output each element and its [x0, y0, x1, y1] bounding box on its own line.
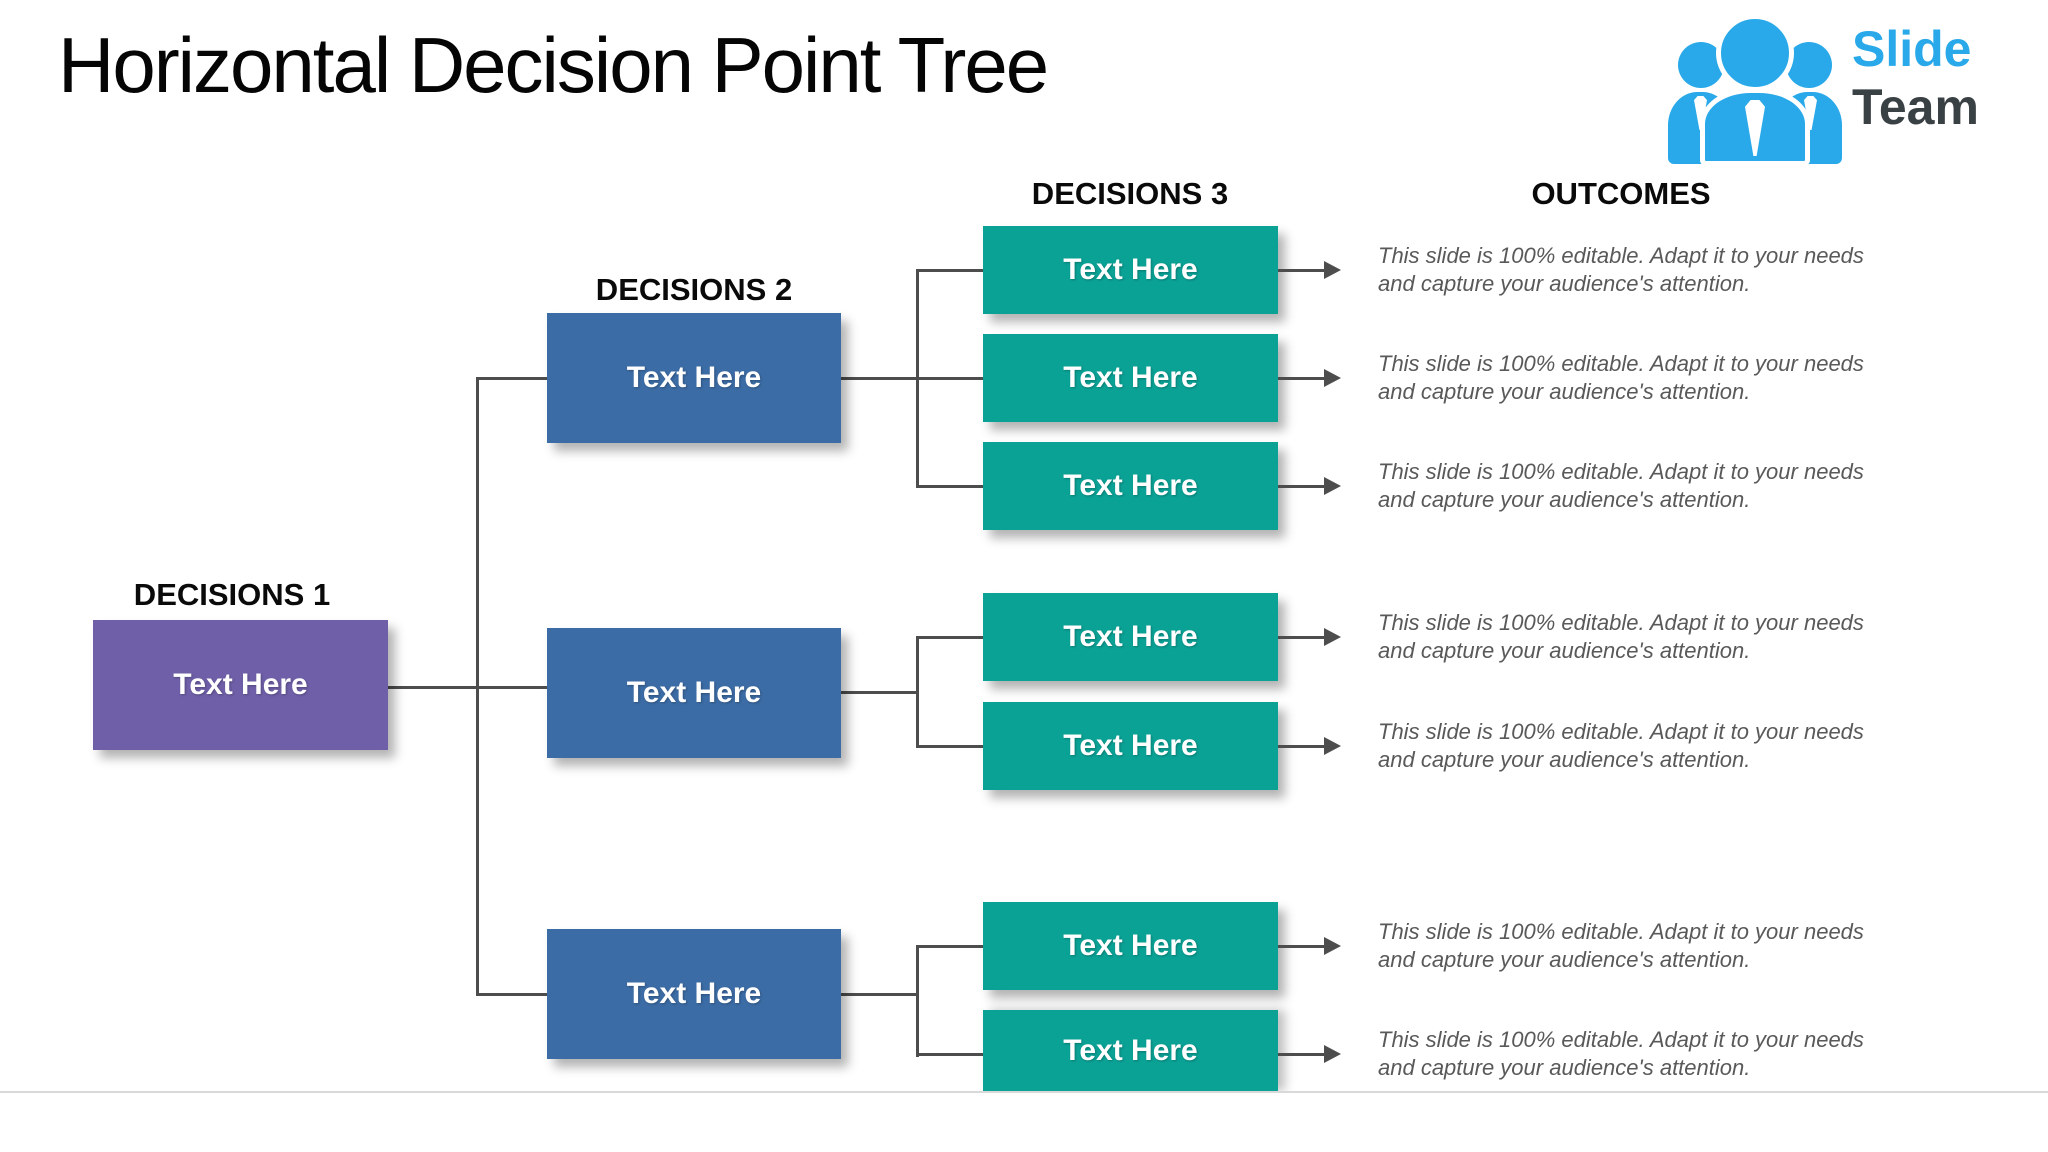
connector-line	[916, 945, 919, 1057]
slideteam-logo: Slide Team	[1666, 12, 2038, 166]
column-header-decisions1: DECISIONS 1	[133, 577, 331, 612]
page-title: Horizontal Decision Point Tree	[58, 21, 1049, 109]
slide-footer-area	[0, 1093, 2048, 1152]
column-header-decisions2: DECISIONS 2	[595, 272, 793, 307]
connector-line	[916, 269, 983, 272]
node-label: Text Here	[1063, 361, 1198, 394]
connector-line	[841, 993, 919, 996]
decision3-node-2[interactable]: Text Here	[983, 334, 1278, 422]
arrow-shaft	[1278, 745, 1324, 748]
node-label: Text Here	[626, 977, 762, 1010]
node-label: Text Here	[1063, 469, 1198, 502]
decision3-node-6[interactable]: Text Here	[983, 902, 1278, 990]
connector-line	[916, 945, 983, 948]
node-label: Text Here	[626, 361, 762, 394]
outcome-text-3[interactable]: This slide is 100% editable. Adapt it to…	[1378, 459, 1864, 512]
arrow-head-icon	[1324, 261, 1341, 279]
arrow-shaft	[1278, 269, 1324, 272]
connector-line	[388, 686, 547, 689]
arrow-head-icon	[1324, 737, 1341, 755]
slide-edge-divider	[0, 1091, 2048, 1093]
column-header-decisions3: DECISIONS 3	[1031, 176, 1229, 211]
outcome-text-5[interactable]: This slide is 100% editable. Adapt it to…	[1378, 719, 1864, 772]
logo-text-slide: Slide	[1852, 21, 1972, 77]
arrow-shaft	[1278, 636, 1324, 639]
connector-line	[916, 636, 919, 748]
arrow-head-icon	[1324, 369, 1341, 387]
arrow-shaft	[1278, 1053, 1324, 1056]
node-label: Text Here	[1063, 1033, 1198, 1067]
arrow-shaft	[1278, 377, 1324, 380]
column-header-outcomes: OUTCOMES	[1531, 176, 1711, 211]
decision3-node-1[interactable]: Text Here	[983, 226, 1278, 314]
node-label: Text Here	[1063, 929, 1198, 962]
connector-line	[916, 269, 919, 488]
decision2-node-3[interactable]: Text Here	[547, 929, 841, 1059]
connector-line	[916, 636, 983, 639]
decision1-node[interactable]: Text Here	[93, 620, 388, 750]
decision3-node-4[interactable]: Text Here	[983, 593, 1278, 681]
arrow-shaft	[1278, 485, 1324, 488]
outcome-text-1[interactable]: This slide is 100% editable. Adapt it to…	[1378, 243, 1864, 296]
decision3-node-5[interactable]: Text Here	[983, 702, 1278, 790]
node-label: Text Here	[626, 676, 762, 709]
decision3-node-7[interactable]: Text Here	[983, 1010, 1278, 1091]
outcome-text-6[interactable]: This slide is 100% editable. Adapt it to…	[1378, 919, 1864, 972]
outcome-text-4[interactable]: This slide is 100% editable. Adapt it to…	[1378, 610, 1864, 663]
connector-line	[841, 377, 983, 380]
arrow-head-icon	[1324, 628, 1341, 646]
connector-line	[841, 691, 919, 694]
arrow-head-icon	[1324, 937, 1341, 955]
connector-line	[916, 1053, 983, 1056]
node-label: Text Here	[173, 668, 308, 701]
connector-line	[916, 485, 983, 488]
outcome-text-7[interactable]: This slide is 100% editable. Adapt it to…	[1378, 1027, 1864, 1080]
people-icon	[1666, 12, 1844, 166]
connector-line	[476, 993, 547, 996]
node-label: Text Here	[1063, 253, 1198, 286]
connector-line	[476, 377, 479, 996]
logo-text-team: Team	[1852, 79, 1979, 135]
decision3-node-3[interactable]: Text Here	[983, 442, 1278, 530]
node-label: Text Here	[1063, 729, 1198, 762]
outcome-text-2[interactable]: This slide is 100% editable. Adapt it to…	[1378, 351, 1864, 404]
arrow-head-icon	[1324, 477, 1341, 495]
arrow-shaft	[1278, 945, 1324, 948]
arrow-head-icon	[1324, 1045, 1341, 1063]
node-label: Text Here	[1063, 620, 1198, 653]
decision2-node-2[interactable]: Text Here	[547, 628, 841, 758]
connector-line	[476, 377, 547, 380]
connector-line	[916, 745, 983, 748]
decision2-node-1[interactable]: Text Here	[547, 313, 841, 443]
